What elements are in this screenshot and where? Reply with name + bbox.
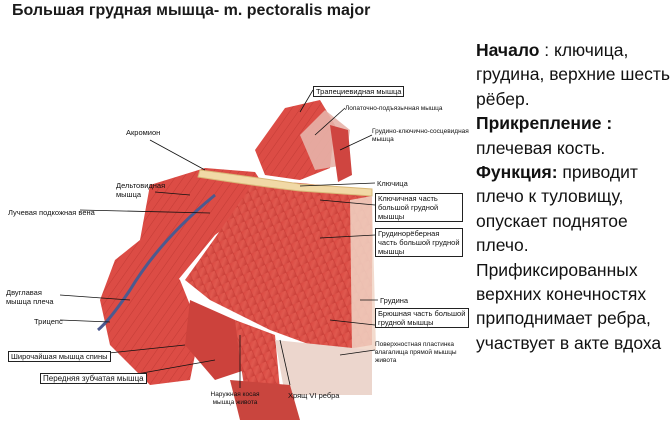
label-acromion: Акромион (126, 128, 161, 137)
origin-text: : ключица, грудина, верхние шесть рёбер. (476, 40, 671, 109)
abdominal-muscle (230, 380, 300, 420)
label-rectus-sheath: Поверхностная пластинка влагалища прямой… (375, 341, 457, 364)
serratus-muscle (235, 320, 280, 392)
origin-heading: Начало (476, 40, 540, 60)
sternocleido-muscle (330, 125, 352, 182)
label-sternum: Грудина (380, 296, 409, 305)
label-biceps: Двуглавая мышца плеча (6, 288, 54, 306)
label-latissimus: Широчайшая мышца спины (8, 351, 111, 362)
function-text: приводит плечо к туловищу, опускает подн… (476, 162, 662, 353)
label-sternocostal-part: Грудинорёберная часть большой грудной мы… (375, 228, 463, 257)
insertion-text: плечевая кость. (476, 137, 606, 158)
label-serratus: Передняя зубчатая мышца (40, 373, 147, 384)
label-sternocleido: Грудино-ключично-сосцевидная мышца (372, 128, 469, 143)
insertion-heading: Прикрепление : (476, 113, 613, 134)
sternum-bone (350, 196, 376, 352)
latissimus-muscle (185, 300, 245, 380)
label-clavicular-part: Ключичная часть большой грудной мышцы (375, 193, 463, 222)
label-trapezius: Трапециевидная мышца (313, 86, 405, 97)
page-title: Большая грудная мышца- m. pectoralis maj… (12, 2, 371, 19)
cephalic-vein (97, 193, 216, 332)
origin-line: Начало : ключица, грудина, верхние шесть… (476, 38, 671, 111)
label-ext-oblique: Наружная косая мышца живота (210, 391, 260, 406)
label-rib6: Хрящ VI ребра (288, 391, 340, 400)
insertion-line: Прикрепление : плечевая кость. (476, 111, 671, 160)
pectoralis-major (185, 180, 372, 352)
label-cephalic-vein: Лучевая подкожная вена (8, 208, 95, 217)
anatomical-illustration (59, 89, 378, 420)
label-deltoid: Дельтовидная мышца (116, 181, 166, 199)
description-panel: Начало : ключица, грудина, верхние шесть… (476, 38, 671, 355)
label-clavicle: Ключица (377, 179, 408, 188)
label-abdominal-part: Брюшная часть большой грудной мышцы (375, 308, 469, 328)
upper-arm (100, 240, 200, 385)
label-triceps: Трицепс (34, 317, 63, 326)
function-heading: Функция: (476, 162, 558, 183)
label-omohyoid: Лопаточно-подъязычная мышца (345, 105, 443, 112)
deltoid-muscle (140, 168, 270, 280)
function-line: Функция: приводит плечо к туловищу, опус… (476, 160, 671, 355)
